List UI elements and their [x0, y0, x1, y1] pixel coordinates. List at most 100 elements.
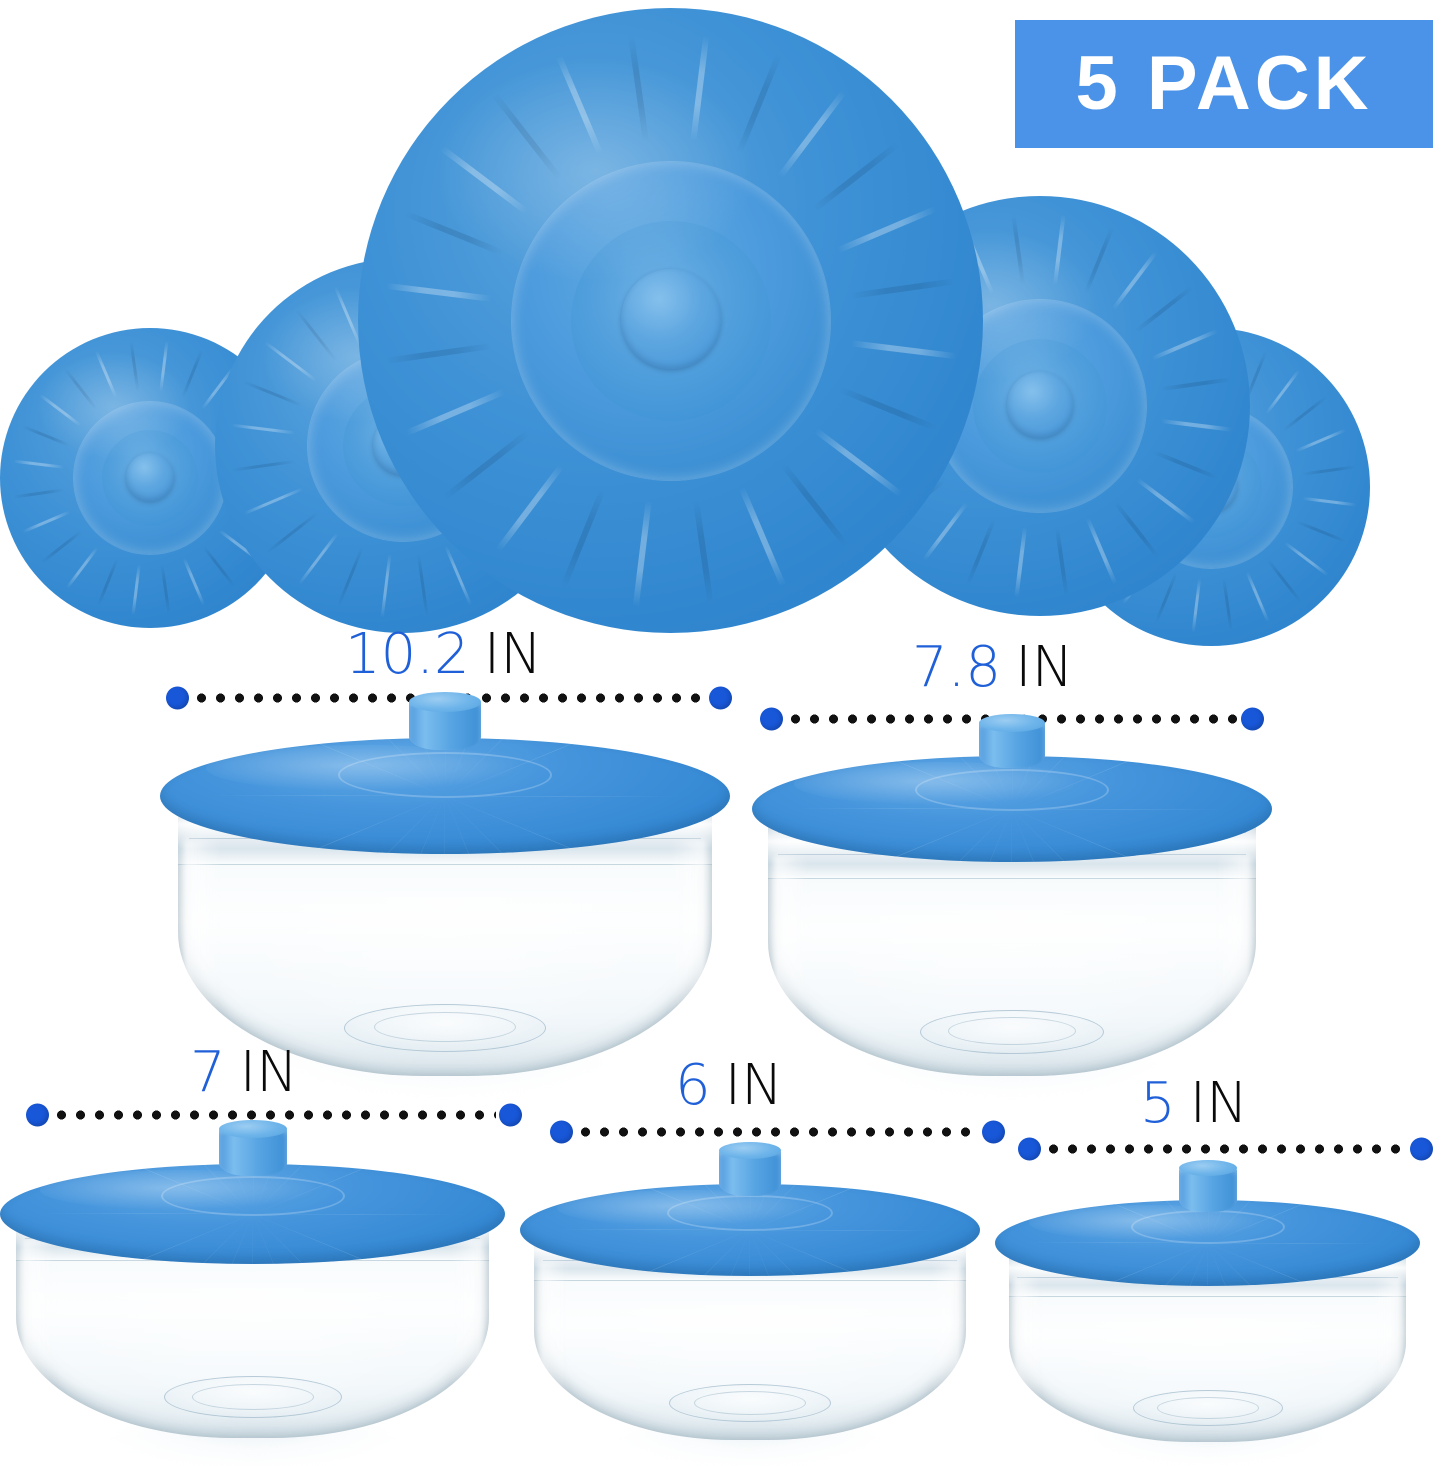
lid-spoke: [224, 796, 445, 854]
lid-rib: [556, 55, 603, 155]
dimension-value: 7.8: [912, 635, 1001, 700]
bowl-lid-7-in: [0, 1164, 505, 1264]
lid-cap: [520, 1184, 980, 1276]
bowl-right-glow: [1216, 856, 1250, 1044]
lid-spoke: [445, 796, 666, 854]
lid-rib: [403, 210, 504, 255]
bowl-7-in: [0, 1150, 505, 1456]
lid-rib: [13, 489, 64, 499]
lid-rib: [1011, 214, 1025, 285]
bowl-left-glow: [184, 840, 221, 1042]
lid-knob-top: [1179, 1160, 1237, 1176]
lid-spoke: [445, 796, 537, 854]
lid-rib: [266, 511, 318, 553]
lid-rib: [380, 553, 391, 617]
lid-rib: [161, 564, 171, 615]
lid-cap: [995, 1200, 1420, 1286]
dimension-unit: IN: [226, 1040, 298, 1105]
lid-rib: [203, 546, 237, 588]
lid-rib: [1295, 429, 1346, 453]
lid-highlight: [40, 1170, 323, 1210]
bowl-left-glow: [774, 856, 808, 1044]
dimension-endpoint-right: [499, 1104, 522, 1127]
lid-rib: [836, 206, 936, 253]
lid-center-knob: [621, 269, 721, 369]
lid-spoke: [445, 796, 615, 854]
dimension-endpoint-left: [166, 687, 189, 710]
lid-rib: [1160, 377, 1231, 391]
pack-count-badge: 5 PACK: [1015, 20, 1433, 148]
lid-spoke: [1012, 809, 1096, 862]
lid-rib: [13, 460, 64, 469]
bowl-base-ring-inner: [694, 1391, 806, 1415]
lid-spoke: [810, 809, 1012, 862]
lid-rib: [297, 531, 338, 584]
lid-spoke: [1207, 1243, 1372, 1286]
bowl-right-glow: [931, 1261, 961, 1414]
lid-spoke: [1012, 809, 1214, 862]
lid-rib: [922, 502, 968, 561]
lid-knob-top: [409, 692, 481, 712]
lid-spoke: [613, 1230, 750, 1276]
lid-rib: [633, 500, 652, 606]
lid-spoke: [353, 796, 445, 854]
lid-rib: [736, 53, 781, 154]
lid-rib: [495, 464, 563, 552]
lid-rib: [66, 547, 99, 589]
bowl-10-2-in: [160, 716, 730, 1076]
lid-spoke: [1139, 1243, 1208, 1286]
lid-rib: [231, 459, 295, 471]
lid-rib: [1135, 286, 1194, 333]
lid-rib: [22, 511, 70, 533]
lid-center-knob: [126, 453, 174, 501]
lid-spoke: [56, 1214, 252, 1264]
lid-rib: [242, 379, 302, 406]
lid-spoke: [1042, 1243, 1207, 1286]
lid-rib: [1086, 517, 1117, 584]
lid-spoke: [1012, 809, 1167, 862]
bowl-lid-10-2-in: [160, 738, 730, 854]
lid-rib: [1222, 578, 1232, 632]
lid-rib: [1136, 478, 1195, 524]
bowl-lid-7-8-in: [752, 756, 1272, 862]
lid-spoke: [252, 1214, 402, 1264]
dimension-endpoint-left: [550, 1121, 573, 1144]
lid-rib: [439, 145, 527, 213]
lid-cap: [752, 756, 1272, 862]
bowl-base-ring-inner: [1157, 1397, 1259, 1419]
dimension-unit: IN: [470, 622, 542, 687]
dimension-value: 7: [190, 1040, 226, 1105]
lid-rib: [295, 309, 337, 361]
dimension-value: 6: [675, 1053, 711, 1118]
bowl-left-glow: [1014, 1278, 1042, 1418]
lid-rib: [814, 427, 902, 495]
lid-rib: [1265, 369, 1300, 414]
lid-spoke: [750, 1230, 824, 1276]
lid-knob-top: [219, 1120, 287, 1138]
lid-rib: [231, 423, 295, 434]
lid-rib: [385, 343, 491, 363]
lid-rib: [405, 389, 505, 436]
dimension-endpoint-right: [1410, 1138, 1433, 1161]
silicone-lid-largest: [358, 8, 983, 633]
bowl-lid-5-in: [995, 1200, 1420, 1286]
lid-disc: [358, 8, 983, 633]
dimension-line-6-in: [550, 1120, 1005, 1144]
lid-rib: [385, 283, 491, 302]
lid-rib: [1302, 465, 1356, 475]
lid-spoke: [857, 809, 1012, 862]
lid-rib: [812, 141, 899, 211]
lid-rib: [1114, 501, 1161, 560]
lid-highlight: [1029, 1205, 1267, 1239]
lid-rib: [628, 35, 648, 141]
dimension-unit: IN: [711, 1053, 783, 1118]
lid-rib: [64, 368, 98, 410]
lid-rib: [1284, 541, 1329, 576]
bowl-lid-6-in: [520, 1184, 980, 1276]
lid-rib: [132, 564, 141, 615]
lid-rib: [442, 430, 529, 500]
dimension-endpoint-left: [1018, 1138, 1041, 1161]
